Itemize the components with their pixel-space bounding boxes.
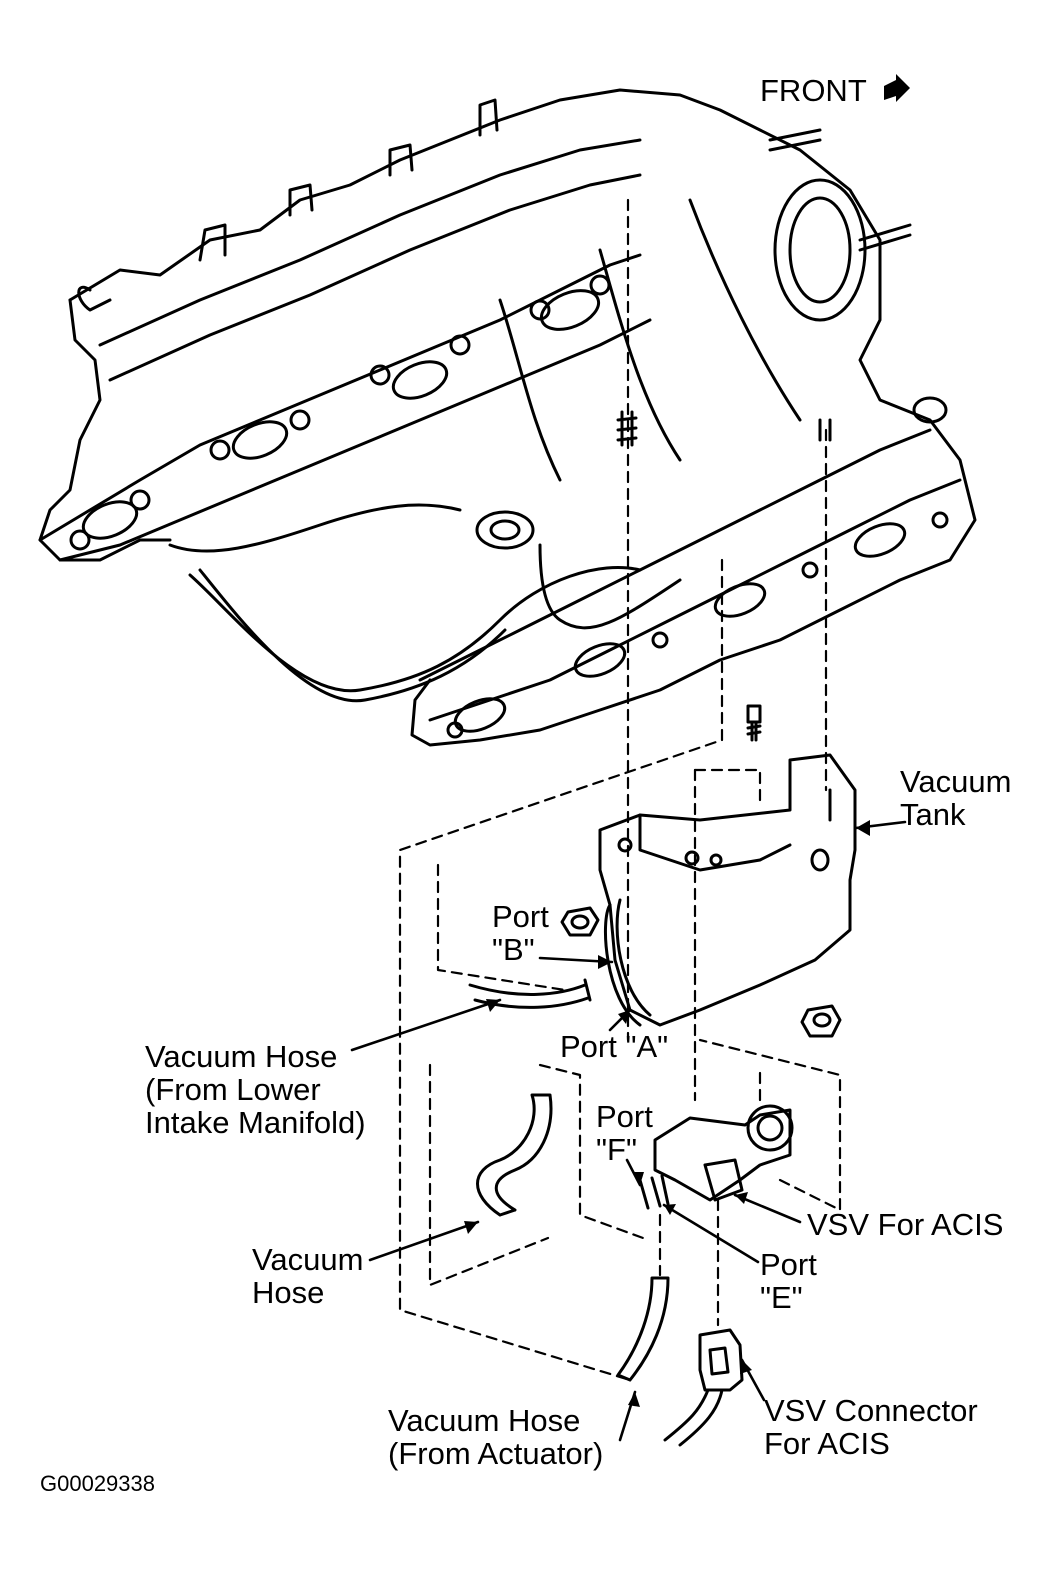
intake-manifold xyxy=(38,88,977,747)
nut-fasteners xyxy=(560,704,842,1038)
assembly-lines xyxy=(398,198,842,1382)
vacuum-hose-loose xyxy=(476,1093,553,1217)
label-front: FRONT xyxy=(760,73,867,108)
label-port-a: Port "A" xyxy=(560,1029,669,1064)
vacuum-hose-actuator xyxy=(616,1276,670,1382)
label-vsv-acis: VSV For ACIS xyxy=(807,1207,1004,1242)
front-arrow-icon xyxy=(884,74,910,102)
vacuum-tank xyxy=(598,753,857,1027)
label-port-b: Port "B" xyxy=(492,899,549,967)
label-vacuum-hose-lower: Vacuum Hose (From Lower Intake Manifold) xyxy=(145,1039,366,1140)
label-vacuum-hose: Vacuum Hose xyxy=(252,1242,364,1310)
label-port-f: Port "F" xyxy=(596,1099,653,1167)
callout-arrowheads xyxy=(464,820,870,1407)
label-port-e: Port "E" xyxy=(760,1247,817,1315)
figure-id: G00029338 xyxy=(40,1471,155,1496)
label-vacuum-tank: Vacuum Tank xyxy=(900,764,1012,832)
label-vsv-connector: VSV Connector For ACIS xyxy=(764,1393,978,1461)
label-vacuum-hose-actuator: Vacuum Hose (From Actuator) xyxy=(388,1403,604,1471)
vsv-for-acis xyxy=(638,1104,794,1210)
vsv-connector xyxy=(663,1328,744,1447)
